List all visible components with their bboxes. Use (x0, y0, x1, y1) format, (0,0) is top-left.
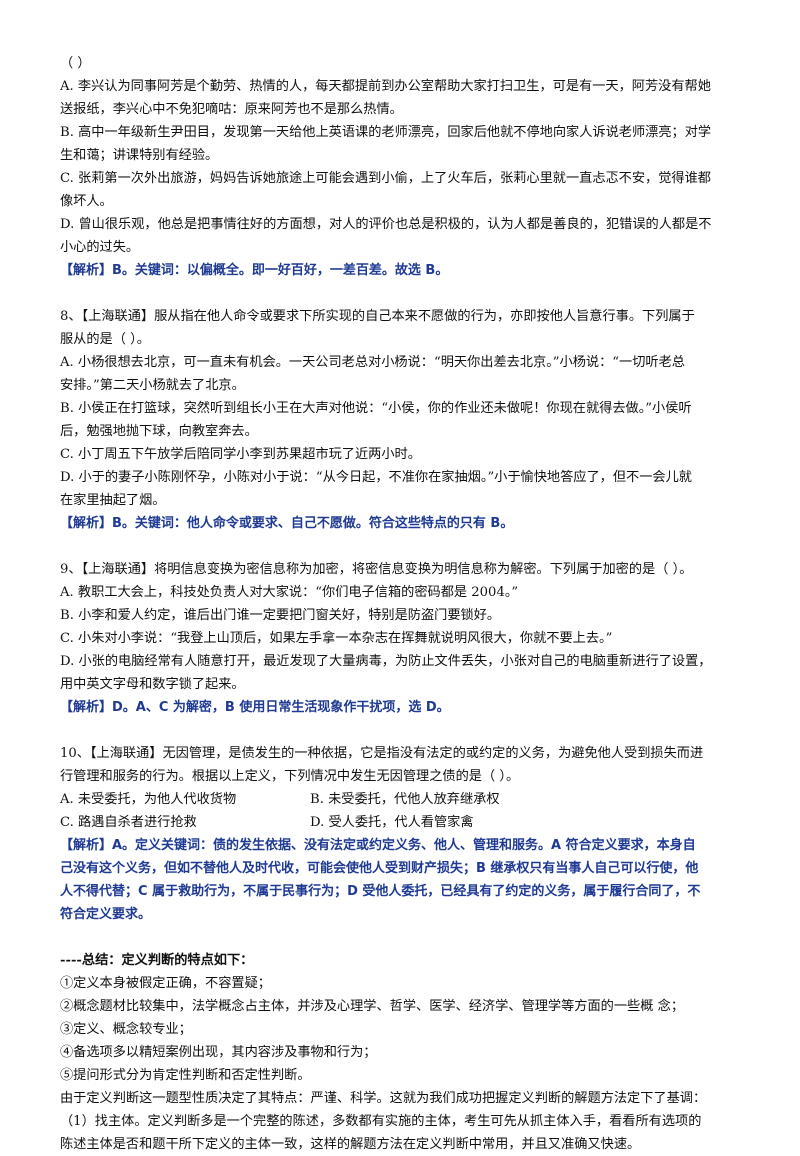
q10-option-d: D. 受人委托，代人看管家禽 (310, 815, 474, 830)
q9-stem: 9、【上海联通】将明信息变换为密信息称为加密，将密信息变换为明信息称为解密。下列… (60, 562, 693, 577)
q7-option-b-l2: 生和蔼；讲课特别有经验。 (60, 148, 219, 163)
q9-option-a: A. 教职工大会上，科技处负责人对大家说：“你们电子信箱的密码都是 2004。” (60, 585, 519, 600)
q8-option-a-l2: 安排。”第二天小杨就去了北京。 (60, 378, 245, 393)
bracket: （ ） (60, 56, 91, 71)
summary-para-l1: 由于定义判断这一题型性质决定了其特点：严谨、科学。这就为我们成功把握定义判断的解… (60, 1091, 707, 1106)
summary-item-3: ③定义、概念较专业； (60, 1022, 192, 1037)
q7-option-d-l1: D. 曾山很乐观，他总是把事情往好的方面想，对人的评价也总是积极的，认为人都是善… (60, 217, 712, 232)
q10-answer-l3: 人不得代替；C 属于救助行为，不属于民事行为；D 受他人委托，已经具有了约定的义… (60, 884, 701, 899)
q7-option-c-l2: 像坏人。 (60, 194, 113, 209)
q8-option-b-l2: 后，勉强地抛下球，向教室奔去。 (60, 424, 258, 439)
q8-option-d-l1: D. 小于的妻子小陈刚怀孕，小陈对小于说：“从今日起，不准你在家抽烟。”小于愉快… (60, 470, 692, 485)
summary-item-4: ④备选项多以精短案例出现，其内容涉及事物和行为； (60, 1045, 377, 1060)
summary-para-l2: （1）找主体。定义判断多是一个完整的陈述，多数都有实施的主体，考生可先从抓主体入… (60, 1114, 702, 1129)
q8-answer: 【解析】B。关键词：他人命令或要求、自己不愿做。符合这些特点的只有 B。 (60, 516, 514, 531)
document-page: （ ） A. 李兴认为同事阿芳是个勤劳、热情的人，每天都提前到办公室帮助大家打扫… (60, 52, 750, 1156)
q8-stem-l2: 服从的是（ ）。 (60, 332, 150, 347)
q7-option-d-l2: 小心的过失。 (60, 240, 140, 255)
summary-title: ----总结：定义判断的特点如下： (60, 953, 254, 968)
q8-stem-l1: 8、【上海联通】服从指在他人命令或要求下所实现的自己本来不愿做的行为，亦即按他人… (60, 309, 695, 324)
q9-option-c: C. 小朱对小李说：“我登上山顶后，如果左手拿一本杂志在挥舞就说明风很大，你就不… (60, 631, 613, 646)
q7-option-a-l1: A. 李兴认为同事阿芳是个勤劳、热情的人，每天都提前到办公室帮助大家打扫卫生，可… (60, 79, 711, 94)
summary-item-2: ②概念题材比较集中，法学概念占主体，并涉及心理学、哲学、医学、经济学、管理学等方… (60, 999, 685, 1014)
q7-option-c-l1: C. 张莉第一次外出旅游，妈妈告诉她旅途上可能会遇到小偷，上了火车后，张莉心里就… (60, 171, 711, 186)
q10-stem-l1: 10、【上海联通】无因管理，是债发生的一种依据，它是指没有法定的或约定的义务，为… (60, 746, 704, 761)
q9-option-d-l2: 用中英文字母和数字锁了起来。 (60, 677, 245, 692)
q10-answer-l1: 【解析】A。定义关键词：债的发生依据、没有法定或约定义务、他人、管理和服务。A … (60, 838, 696, 853)
q7-answer: 【解析】B。关键词：以偏概全。即一好百好，一差百差。故选 B。 (60, 263, 449, 278)
q10-answer-l4: 符合定义要求。 (60, 907, 152, 922)
summary-para-l3: 陈述主体是否和题干所下定义的主体一致，这样的解题方法在定义判断中常用，并且又准确… (60, 1137, 641, 1152)
q8-option-b-l1: B. 小侯正在打篮球，突然听到组长小王在大声对他说：“小侯，你的作业还未做呢！你… (60, 401, 692, 416)
summary-item-1: ①定义本身被假定正确，不容置疑； (60, 976, 271, 991)
q8-option-a-l1: A. 小杨很想去北京，可一直未有机会。一天公司老总对小杨说：“明天你出差去北京。… (60, 355, 685, 370)
q8-option-c: C. 小丁周五下午放学后陪同学小李到苏果超市玩了近两小时。 (60, 447, 421, 462)
q10-answer-l2: 己没有这个义务，但如不替他人及时代收，可能会使他人受到财产损失；B 继承权只有当… (60, 861, 699, 876)
q10-options-row1: A. 未受委托，为他人代收货物 B. 未受委托，代他人放弃继承权 (60, 788, 750, 811)
q9-answer: 【解析】D。A、C 为解密，B 使用日常生活现象作干扰项，选 D。 (60, 700, 450, 715)
q10-stem-l2: 行管理和服务的行为。根据以上定义，下列情况中发生无因管理之债的是（ ）。 (60, 769, 520, 784)
q9-option-d-l1: D. 小张的电脑经常有人随意打开，最近发现了大量病毒，为防止文件丢失，小张对自己… (60, 654, 712, 669)
summary-item-5: ⑤提问形式分为肯定性判断和否定性判断。 (60, 1068, 311, 1083)
q7-option-a-l2: 送报纸，李兴心中不免犯嘀咕：原来阿芳也不是那么热情。 (60, 102, 403, 117)
q10-option-c: C. 路遇自杀者进行抢救 (60, 815, 197, 830)
q10-options-row2: C. 路遇自杀者进行抢救 D. 受人委托，代人看管家禽 (60, 811, 750, 834)
q9-option-b: B. 小李和爱人约定，谁后出门谁一定要把门窗关好，特别是防盗门要锁好。 (60, 608, 501, 623)
q10-option-a: A. 未受委托，为他人代收货物 (60, 792, 237, 807)
q10-option-b: B. 未受委托，代他人放弃继承权 (310, 792, 500, 807)
q8-option-d-l2: 在家里抽起了烟。 (60, 493, 166, 508)
q7-option-b-l1: B. 高中一年级新生尹田目，发现第一天给他上英语课的老师漂亮，回家后他就不停地向… (60, 125, 712, 140)
